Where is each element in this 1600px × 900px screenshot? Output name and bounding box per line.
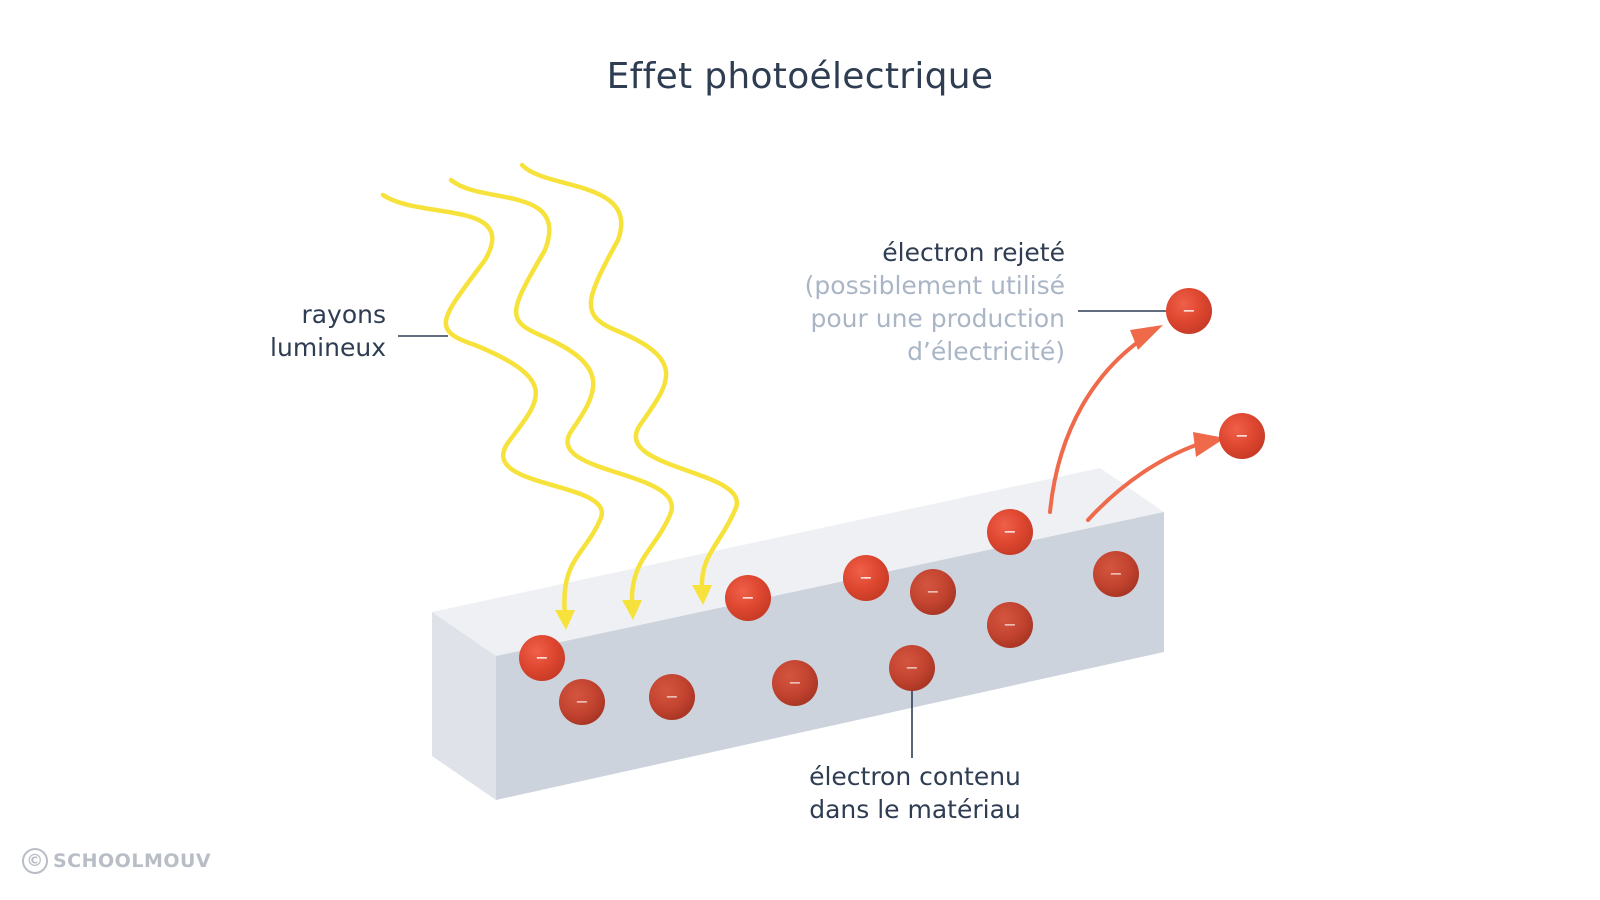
arrowhead-icon [622, 600, 642, 620]
electron-charge-label: − [1003, 522, 1016, 541]
label-ejected-sub2: pour une production [810, 304, 1066, 333]
label-contained-line2: dans le matériau [809, 795, 1021, 824]
leader-lines [398, 310, 1166, 758]
label-ejected-electron: électron rejeté (possiblement utilisé po… [760, 236, 1065, 368]
electron-charge-label: − [926, 582, 939, 601]
ejected-electron: − [1166, 288, 1212, 334]
label-ejected-main: électron rejeté [882, 238, 1065, 267]
material-block [432, 468, 1164, 800]
label-contained-electron: électron contenu dans le matériau [790, 760, 1040, 826]
electron-charge-label: − [535, 648, 548, 667]
electron-sphere [519, 635, 565, 681]
electron: − [559, 679, 605, 725]
electron-sphere [987, 602, 1033, 648]
electron-sphere [725, 575, 771, 621]
electron-sphere [910, 569, 956, 615]
electron-sphere [889, 645, 935, 691]
light-ray-arrowheads [555, 585, 712, 630]
arrowhead-icon [1130, 325, 1163, 350]
label-light-rays-line2: lumineux [270, 333, 386, 362]
logo-brand: SCHOOLMOUV [53, 850, 212, 872]
ejection-arrow [1048, 333, 1150, 514]
electron: − [725, 575, 771, 621]
arrowhead-icon [1193, 432, 1225, 457]
ejection-arrowheads [1130, 325, 1225, 457]
schoolmouv-logo: © SCHOOLMOUV [22, 848, 211, 874]
light-ray [448, 177, 675, 608]
electron: − [987, 602, 1033, 648]
label-ejected-sub1: (possiblement utilisé [804, 271, 1065, 300]
electron-charge-label: − [575, 692, 588, 711]
electron-charge-label: − [905, 658, 918, 677]
label-contained-line1: électron contenu [809, 762, 1021, 791]
electron: − [519, 635, 565, 681]
block-side-face [432, 612, 496, 800]
copyright-icon: © [22, 848, 48, 874]
electron: − [649, 674, 695, 720]
label-ejected-sub3: d’électricité) [907, 337, 1065, 366]
label-light-rays: rayons lumineux [240, 298, 386, 364]
block-front-face [496, 512, 1164, 800]
electron-charge-label: − [741, 588, 754, 607]
electron-sphere [1166, 288, 1212, 334]
electron-charge-label: − [1109, 564, 1122, 583]
electron-charge-label: − [859, 568, 872, 587]
electron: − [889, 645, 935, 691]
ejected-electron: − [1219, 413, 1265, 459]
label-light-rays-line1: rayons [301, 300, 386, 329]
electron-sphere [772, 660, 818, 706]
arrowhead-icon [555, 610, 575, 630]
electron-charge-label: − [1235, 426, 1248, 445]
electrons: − − − − − − − − − − − − − [519, 288, 1265, 725]
electron-charge-label: − [665, 687, 678, 706]
ejection-arrows [1048, 333, 1210, 522]
page-title: Effet photoélectrique [606, 56, 994, 97]
electron-sphere [843, 555, 889, 601]
electron-sphere [1093, 551, 1139, 597]
electron-sphere [1219, 413, 1265, 459]
light-ray [380, 192, 605, 618]
electron-charge-label: − [788, 673, 801, 692]
ejection-arrow [1086, 439, 1210, 522]
electron: − [843, 555, 889, 601]
electron-sphere [649, 674, 695, 720]
electron-charge-label: − [1003, 615, 1016, 634]
electron: − [1093, 551, 1139, 597]
electron-sphere [559, 679, 605, 725]
electron-charge-label: − [1182, 301, 1195, 320]
arrowhead-icon [692, 585, 712, 605]
light-rays [380, 162, 740, 618]
electron: − [987, 509, 1033, 555]
electron: − [772, 660, 818, 706]
block-top-face [432, 468, 1164, 656]
electron-sphere [987, 509, 1033, 555]
electron: − [910, 569, 956, 615]
light-ray [519, 162, 740, 593]
